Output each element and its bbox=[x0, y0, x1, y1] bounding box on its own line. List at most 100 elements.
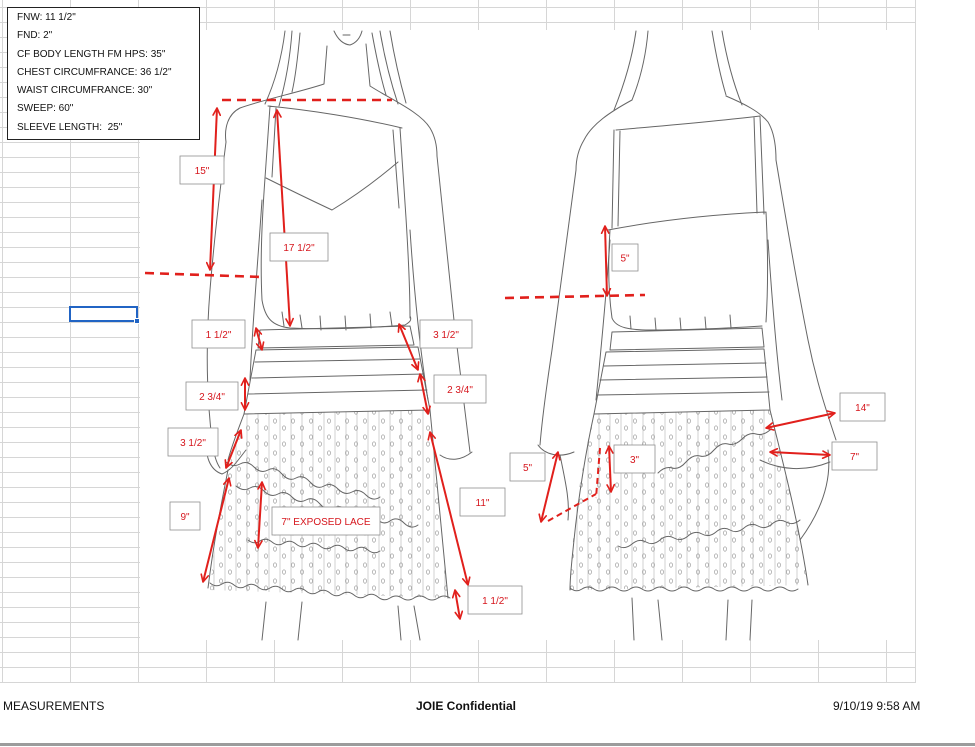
back-shoulders bbox=[575, 95, 777, 171]
label-box bbox=[509, 452, 546, 482]
footer-timestamp: 9/10/19 9:58 AM bbox=[833, 699, 921, 713]
sketch-picture[interactable]: 15" 17 1/2" 1 1/2" 3 1/2" 2 3/4" bbox=[140, 30, 915, 641]
label-back-3in: 3" bbox=[613, 444, 656, 474]
back-measurement-labels: 5" 14" 7" 5" 3" bbox=[509, 243, 886, 482]
label-box bbox=[419, 319, 473, 349]
spec-line-sleeve-length: SLEEVE LENGTH: 25" bbox=[17, 121, 123, 133]
label-9in: 9" bbox=[169, 501, 201, 531]
back-hem-ruffle bbox=[569, 586, 799, 592]
selected-cell[interactable] bbox=[69, 306, 138, 322]
label-text: 7" EXPOSED LACE bbox=[281, 517, 370, 528]
label-box bbox=[167, 427, 219, 457]
back-ruffle-dashed-line bbox=[595, 447, 601, 499]
label-box bbox=[433, 374, 487, 404]
back-ruffle-tier-2 bbox=[617, 519, 801, 549]
arrow-cuff-7in bbox=[769, 447, 831, 460]
front-measurement-marks bbox=[144, 98, 471, 620]
spec-line-waist: WAIST CIRCUMFRANCE: 30" bbox=[17, 85, 153, 97]
front-measurement-labels: 15" 17 1/2" 1 1/2" 3 1/2" 2 3/4" bbox=[167, 155, 523, 615]
front-legs bbox=[261, 601, 421, 641]
label-15in: 15" bbox=[179, 155, 225, 185]
label-text: 5" bbox=[523, 463, 533, 474]
arrow-17-half-in bbox=[273, 109, 294, 327]
label-box bbox=[271, 506, 381, 536]
front-neck-shoulders bbox=[225, 43, 438, 157]
label-text: 11" bbox=[476, 498, 490, 509]
arrow-side-3-half-in bbox=[397, 323, 420, 371]
spec-line-fnd: FND: 2" bbox=[17, 30, 53, 42]
arrow-smock-right-2-3-4-in bbox=[417, 373, 431, 415]
label-smock-left-2-3-4-in: 2 3/4" bbox=[185, 381, 239, 411]
label-text: 3" bbox=[630, 455, 640, 466]
arrow-ruffle-3-half-in bbox=[224, 429, 243, 469]
back-smocking-rows bbox=[596, 362, 770, 396]
front-waistband bbox=[257, 325, 415, 349]
label-box bbox=[831, 441, 878, 471]
spec-line-cf-body-length: CF BODY LENGTH FM HPS: 35" bbox=[17, 48, 166, 60]
label-text: 3 1/2" bbox=[180, 438, 206, 449]
back-drop-dashed-line bbox=[504, 293, 646, 300]
page-bottom-border bbox=[0, 743, 975, 746]
front-bodice bbox=[260, 105, 412, 331]
label-hem-1-half-in: 1 1/2" bbox=[467, 585, 523, 615]
label-side-3-half-in: 3 1/2" bbox=[419, 319, 473, 349]
label-text: 5" bbox=[620, 254, 630, 265]
back-waistband bbox=[609, 327, 765, 351]
arrow-back-flap-5in bbox=[538, 451, 561, 523]
spec-line-sweep: SWEEP: 60" bbox=[17, 103, 74, 115]
label-14in: 14" bbox=[839, 392, 886, 422]
label-text: 1 1/2" bbox=[482, 596, 508, 607]
sketch-drawing-layer: 15" 17 1/2" 1 1/2" 3 1/2" 2 3/4" bbox=[140, 30, 915, 641]
front-hem-ruffle bbox=[209, 581, 451, 601]
label-box bbox=[269, 232, 329, 262]
label-box bbox=[839, 392, 886, 422]
back-skirt-lace-dots bbox=[570, 410, 808, 590]
back-ruffle-tier-1 bbox=[657, 429, 771, 474]
back-legs bbox=[631, 597, 753, 641]
spec-line-fnw: FNW: 11 1/2" bbox=[17, 12, 76, 23]
spec-line-chest: CHEST CIRCUMFRANCE: 36 1/2" bbox=[17, 66, 172, 78]
label-box bbox=[611, 243, 639, 272]
arrow-14in bbox=[765, 410, 836, 431]
back-measurement-marks bbox=[504, 225, 836, 523]
label-17-half-in: 17 1/2" bbox=[269, 232, 329, 262]
label-box bbox=[185, 381, 239, 411]
front-skirt-lace-dots bbox=[210, 410, 448, 598]
label-box bbox=[179, 155, 225, 185]
footer-confidential: JOIE Confidential bbox=[415, 699, 516, 713]
arrow-back-5in bbox=[600, 225, 612, 297]
label-text: 17 1/2" bbox=[283, 243, 315, 254]
back-flap-dashed-line bbox=[547, 493, 597, 522]
label-text: 2 3/4" bbox=[199, 392, 225, 403]
arrow-blouson-1-half-in bbox=[253, 327, 265, 351]
label-box bbox=[467, 585, 523, 615]
front-smocking-rows bbox=[247, 358, 428, 395]
label-back-flap-5in: 5" bbox=[509, 452, 546, 482]
arrow-exposed-lace bbox=[254, 481, 266, 549]
arrow-9in bbox=[200, 477, 232, 583]
label-text: 15" bbox=[195, 166, 210, 177]
arrow-back-3in bbox=[604, 445, 616, 493]
label-ruffle-3-half-in: 3 1/2" bbox=[167, 427, 219, 457]
label-text: 14" bbox=[855, 403, 870, 414]
label-exposed-lace: 7" EXPOSED LACE bbox=[271, 506, 381, 536]
fill-handle[interactable] bbox=[134, 318, 140, 324]
label-smock-right-2-3-4-in: 2 3/4" bbox=[433, 374, 487, 404]
front-figure-sketch bbox=[206, 30, 473, 641]
label-box bbox=[459, 487, 506, 517]
label-blouson-1-half-in: 1 1/2" bbox=[191, 319, 246, 349]
label-text: 2 3/4" bbox=[447, 385, 473, 396]
back-skirt-edges bbox=[559, 409, 809, 591]
back-hair bbox=[613, 30, 743, 111]
spec-textbox[interactable]: FNW: 11 1/2" FND: 2" CF BODY LENGTH FM H… bbox=[7, 7, 200, 140]
front-ruffle-tier-1 bbox=[225, 461, 381, 500]
arrow-hem-1-half-in bbox=[451, 589, 464, 620]
label-box bbox=[169, 501, 201, 531]
front-hair bbox=[264, 30, 407, 107]
label-text: 3 1/2" bbox=[433, 330, 459, 341]
label-11in: 11" bbox=[459, 487, 506, 517]
front-drop-dashed-line bbox=[144, 271, 263, 279]
label-text: 9" bbox=[180, 512, 190, 523]
arrow-11in bbox=[427, 431, 471, 586]
